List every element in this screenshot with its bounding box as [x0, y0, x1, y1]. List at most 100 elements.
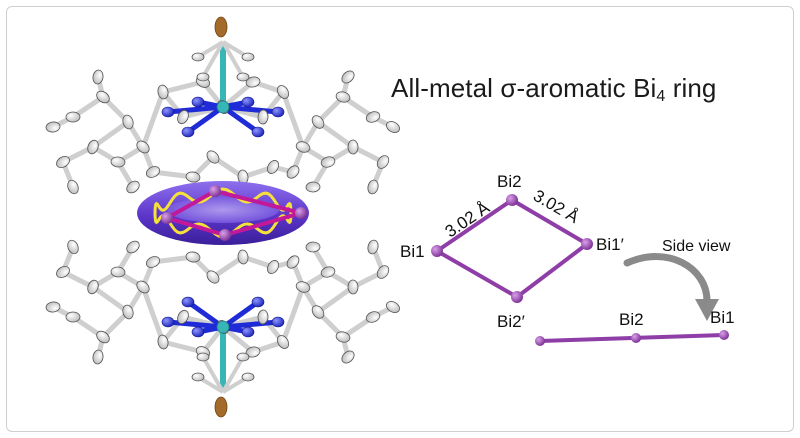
- nitrogen-atom: [251, 126, 265, 138]
- bi2-label: Bi2: [497, 172, 522, 191]
- bond-length-right: 3.02 Å: [530, 186, 583, 227]
- n-bond: [165, 319, 226, 330]
- carbon-atom: [177, 309, 189, 325]
- nitrogen-atom: [241, 326, 255, 338]
- nitrogen-atom: [271, 106, 285, 118]
- nitrogen-atom: [251, 296, 265, 308]
- carbon-atom: [276, 335, 290, 349]
- carbon-atom: [110, 266, 126, 278]
- carbon-atom: [276, 85, 290, 99]
- carbon-atom: [320, 266, 336, 278]
- side-bi1-atom: [719, 330, 729, 340]
- ligand-bond: [160, 79, 206, 95]
- carbon-atom: [65, 111, 81, 123]
- carbon-atom: [367, 179, 379, 195]
- carbon-atom: [311, 305, 325, 319]
- carbon-atom: [126, 180, 140, 194]
- ligand-bond: [280, 284, 306, 345]
- ligand-bond: [280, 89, 306, 150]
- curved-arrow-head-icon: [695, 299, 719, 321]
- carbon-atom: [206, 270, 220, 284]
- bi1-label: Bi1: [400, 242, 425, 261]
- carbon-atom: [257, 109, 269, 125]
- side-view: Side view Bi2 Bi1: [535, 238, 735, 346]
- carbon-atom: [286, 165, 300, 179]
- bronze-atom: [214, 396, 228, 418]
- bi1-atom: [431, 245, 443, 257]
- carbon-atom: [305, 181, 321, 193]
- bottom-molecule: [45, 239, 400, 418]
- title-subscript: 4: [656, 88, 666, 105]
- carbon-atom: [136, 140, 150, 154]
- carbon-atom: [241, 52, 255, 62]
- carbon-atom: [67, 239, 79, 255]
- carbon-atom: [266, 160, 280, 174]
- carbon-atom: [305, 241, 321, 253]
- n-bond: [220, 319, 281, 330]
- carbon-atom: [236, 72, 250, 82]
- carbon-atom: [157, 84, 169, 100]
- nitrogen-atom: [271, 316, 285, 328]
- carbon-atom: [65, 311, 81, 323]
- carbon-atom: [145, 256, 161, 268]
- n-bond: [220, 104, 281, 115]
- bi-atom: [295, 207, 307, 219]
- nitrogen-atom: [161, 316, 175, 328]
- carbon-atom: [185, 171, 201, 183]
- title-prefix: All-metal σ-aromatic Bi: [391, 73, 657, 103]
- side-bi2-atom: [631, 333, 641, 343]
- carbon-atom: [241, 372, 255, 382]
- carbon-atom: [196, 72, 210, 82]
- carbon-atom: [341, 70, 355, 84]
- carbon-atom: [136, 280, 150, 294]
- carbon-atom: [56, 155, 70, 169]
- carbon-atom: [376, 265, 390, 279]
- carbon-atom: [126, 240, 140, 254]
- ligand-bond: [315, 94, 346, 125]
- figure-canvas: Bi1 Bi2 Bi1′ Bi2′ 3.02 Å 3.02 Å Side vie…: [45, 16, 735, 418]
- carbon-atom: [335, 91, 351, 103]
- nitrogen-atom: [161, 106, 175, 118]
- bi4-top-view: Bi1 Bi2 Bi1′ Bi2′ 3.02 Å 3.02 Å: [400, 172, 624, 331]
- bi1p-atom: [581, 238, 593, 250]
- bi-atom: [209, 185, 221, 197]
- top-molecule: [45, 16, 400, 195]
- bi2p-atom: [511, 291, 523, 303]
- carbon-atom: [122, 114, 134, 130]
- carbon-atom: [347, 139, 359, 155]
- n-bond: [220, 299, 261, 330]
- bond-bi1-bi2: [435, 198, 514, 253]
- bi2p-label: Bi2′: [497, 312, 525, 331]
- carbon-atom: [386, 121, 400, 133]
- carbon-atom: [67, 179, 79, 195]
- bond-bi2p-bi1: [435, 249, 519, 299]
- ring-wave: [153, 187, 293, 239]
- carbon-atom: [257, 309, 269, 325]
- title-suffix: ring: [665, 73, 717, 103]
- bi2-atom: [506, 194, 518, 206]
- n-bond: [185, 299, 226, 330]
- n-bond: [185, 104, 226, 135]
- carbon-atom: [376, 155, 390, 169]
- side-bi1-label: Bi1: [710, 308, 735, 327]
- carbon-atom: [335, 331, 351, 343]
- n-bond: [220, 104, 261, 135]
- carbon-atom: [286, 255, 300, 269]
- metal-atom: [216, 100, 230, 114]
- carbon-atom: [236, 352, 250, 362]
- carbon-atom: [87, 139, 99, 155]
- bi-atom: [161, 212, 173, 224]
- figure-frame: Bi1 Bi2 Bi1′ Bi2′ 3.02 Å 3.02 Å Side vie…: [6, 6, 794, 432]
- carbon-atom: [92, 349, 104, 365]
- carbon-atom: [191, 372, 205, 382]
- carbon-atom: [237, 249, 249, 265]
- carbon-atom: [145, 166, 161, 178]
- nitrogen-atom: [241, 96, 255, 108]
- ligand-bond: [221, 356, 245, 393]
- ligand-bond: [201, 356, 225, 393]
- carbon-atom: [122, 304, 134, 320]
- nitrogen-atom: [181, 126, 195, 138]
- carbon-atom: [196, 352, 210, 362]
- n-bond: [165, 104, 226, 115]
- ligand-bond: [90, 119, 131, 150]
